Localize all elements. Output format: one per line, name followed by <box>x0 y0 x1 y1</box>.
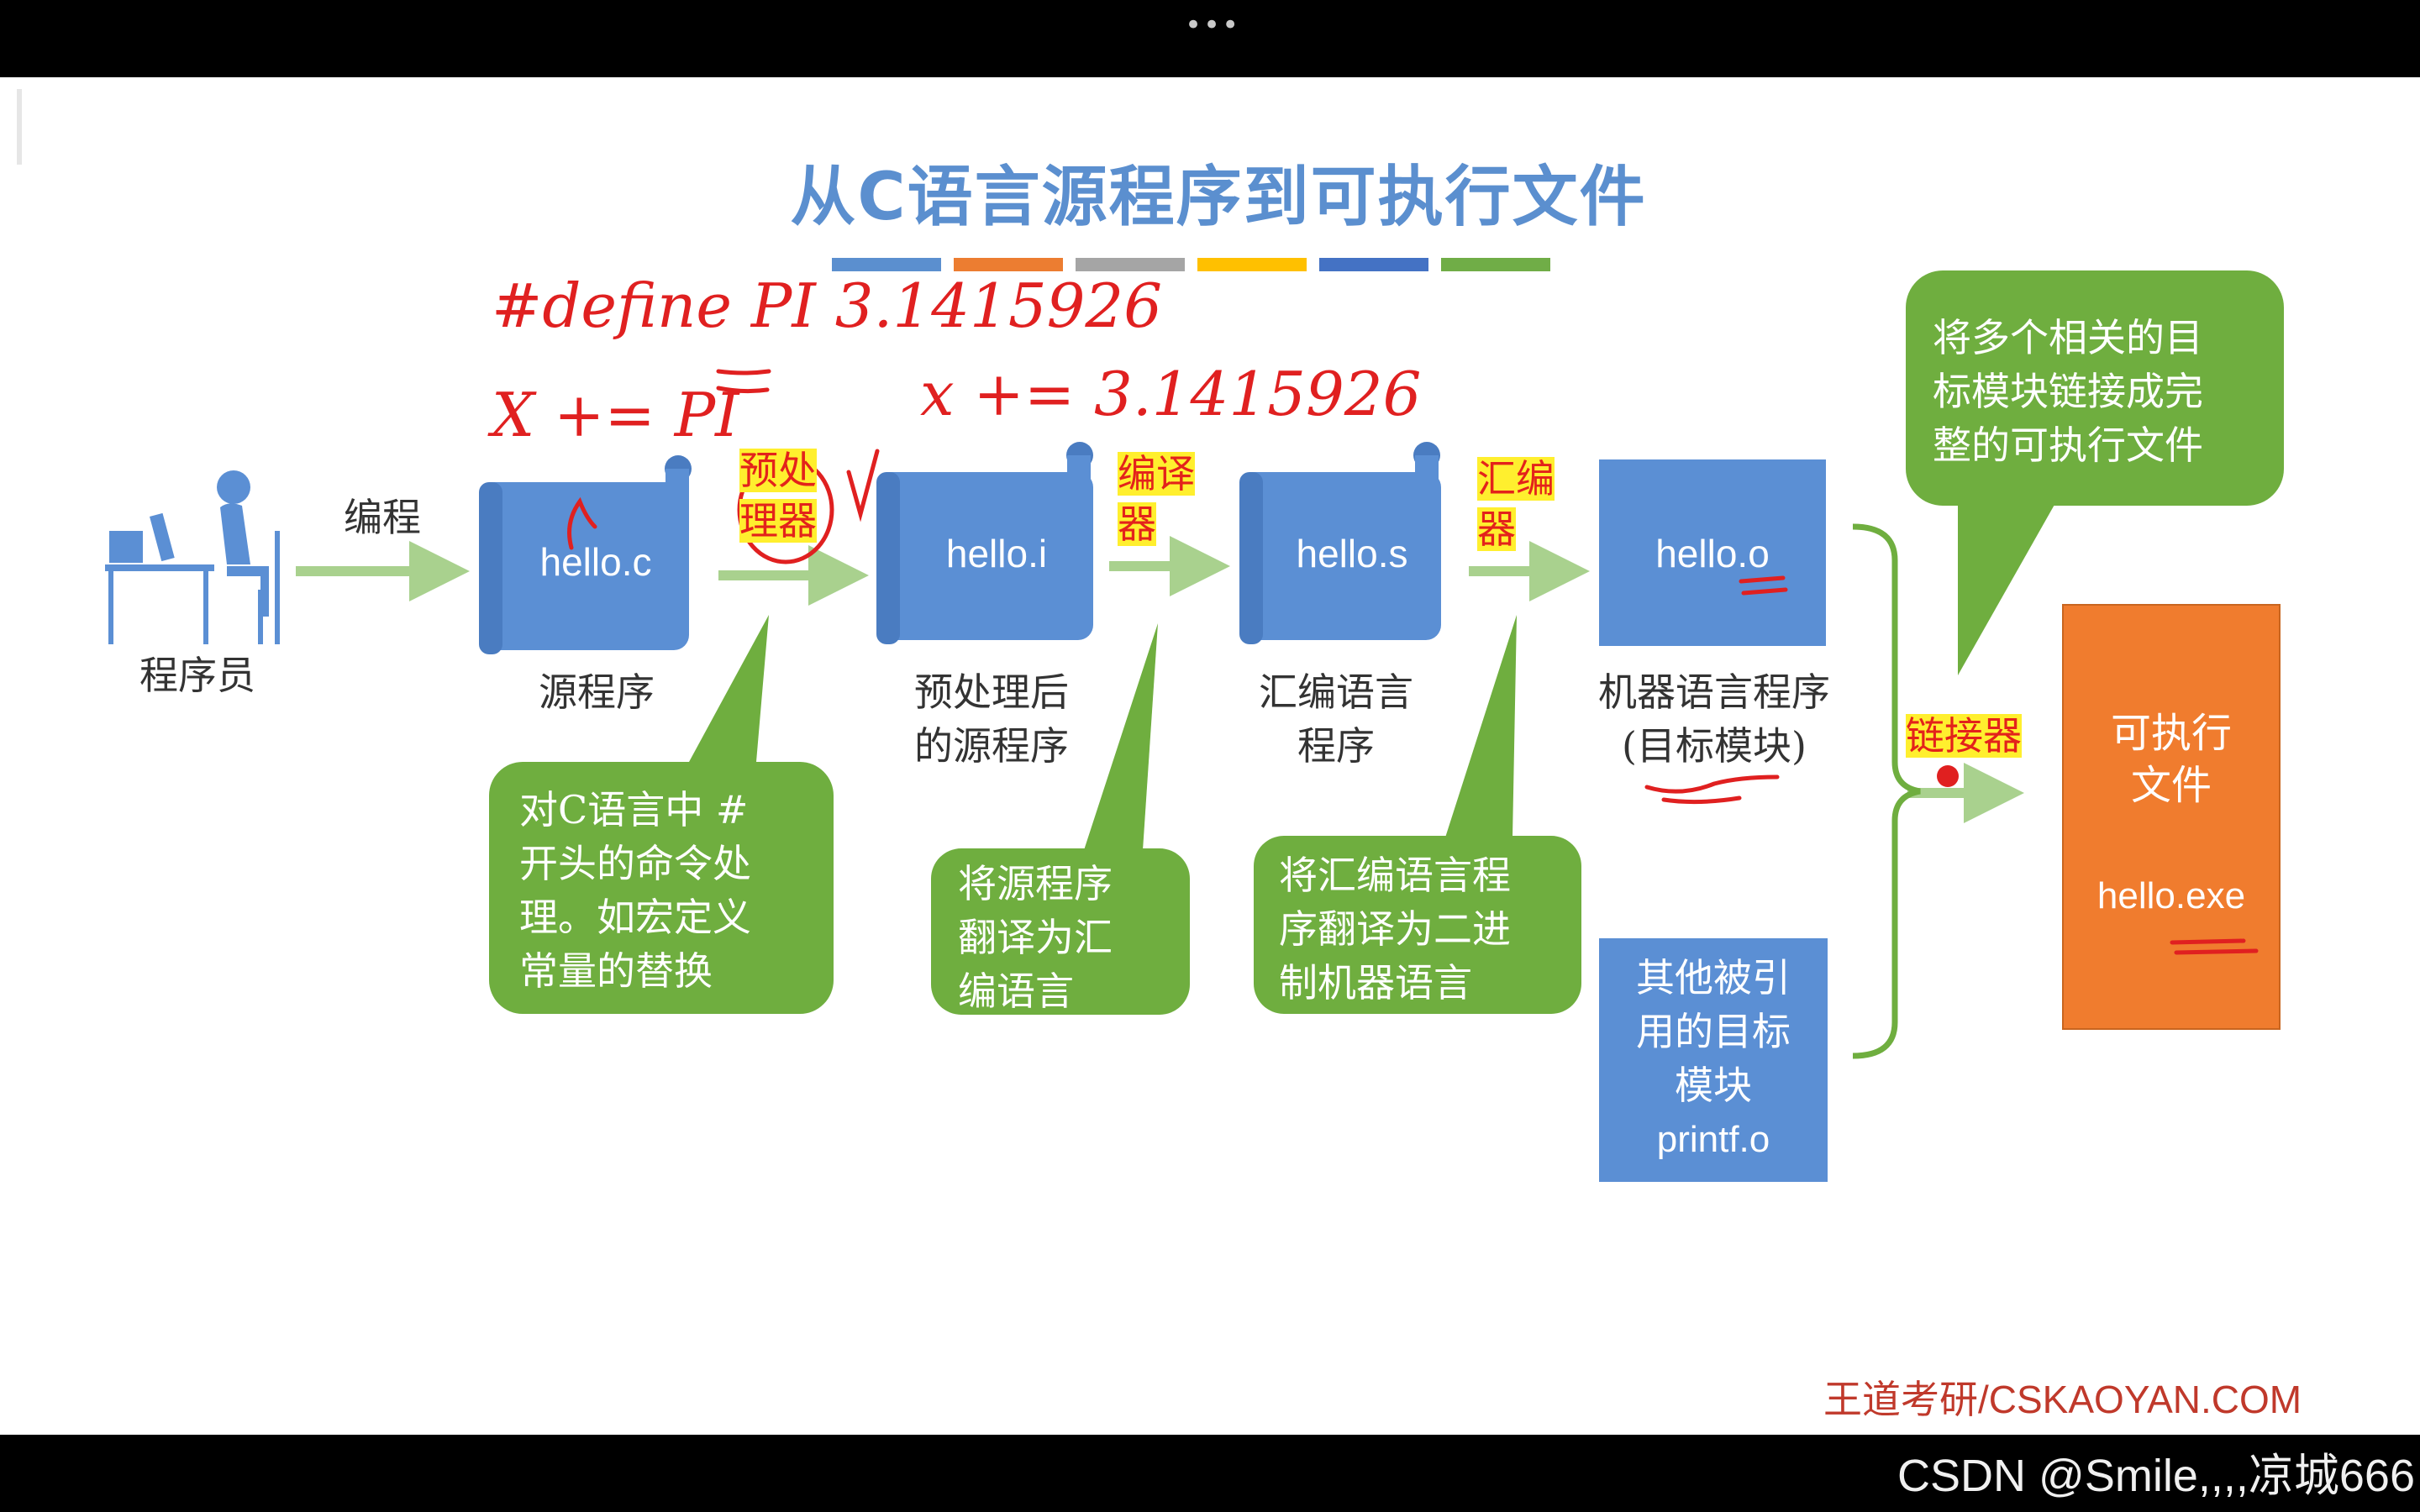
compiler-label-line1: 编译 <box>1118 452 1195 496</box>
preprocessor-label-line2: 理器 <box>739 499 817 543</box>
hello-exe-box <box>2063 605 2280 1029</box>
hello-exe-label: hello.exe <box>2063 875 2280 917</box>
underline-pi <box>718 371 769 373</box>
more-options-icon[interactable]: ••• <box>1185 8 1235 42</box>
bubble-compiler-text: 将源程序翻译为汇 编语言 <box>958 857 1113 1018</box>
hello-i-label: hello.i <box>900 531 1093 576</box>
bubble-pointer-link <box>1958 497 2059 675</box>
printf-o-label: printf.o <box>1599 1119 1828 1161</box>
link-bracket <box>1853 527 1920 1056</box>
annotation-define: #define PI 3.1415926 <box>492 270 1162 341</box>
compiler-label-line2: 器 <box>1118 502 1156 546</box>
hello-s-label: hello.s <box>1263 531 1441 576</box>
hello-o-label: hello.o <box>1599 531 1826 576</box>
assembly-label-line2: 程序 <box>1227 719 1445 773</box>
bubble-pointer-asm <box>1445 615 1517 837</box>
top-bar: ••• <box>0 0 2420 77</box>
assembler-label-line2: 器 <box>1477 507 1516 551</box>
annotation-expression: X += PI <box>492 380 739 450</box>
preprocessed-label-line2: 的源程序 <box>874 719 1109 773</box>
coding-label: 编程 <box>319 491 445 544</box>
flow-diagram <box>0 77 2420 1435</box>
source-program-label: 源程序 <box>492 665 702 719</box>
exe-label-line1: 可执行 <box>2063 707 2280 759</box>
hello-c-label: hello.c <box>502 539 689 585</box>
preprocessor-label-line1: 预处 <box>739 449 817 492</box>
programmer-label: 程序员 <box>113 648 281 702</box>
other-modules-line1: 其他被引 <box>1599 951 1828 1005</box>
bubble-preprocessor-text: 对C语言中 #开头的命令处 理。如宏定义常量的替换 <box>519 783 751 998</box>
bubble-linker-text: 将多个相关的目标模块链接成完 整的可执行文件 <box>1933 311 2203 472</box>
assembler-label-line1: 汇编 <box>1477 457 1555 501</box>
csdn-watermark: CSDN @Smile,,,,凉城666 <box>1897 1438 2415 1504</box>
other-modules-line2: 用的目标 <box>1599 1005 1828 1058</box>
linker-label: 链接器 <box>1906 714 2022 758</box>
machine-label-line1: 机器语言程序 <box>1571 665 1857 719</box>
slide: 从C语言源程序到可执行文件 <box>0 77 2420 1435</box>
machine-label-line2: (目标模块) <box>1571 719 1857 773</box>
programmer-icon <box>105 470 277 644</box>
assembly-label-line1: 汇编语言 <box>1227 665 1445 719</box>
bubble-assembler-text: 将汇编语言程序翻译为二进 制机器语言 <box>1279 848 1511 1010</box>
other-modules-line3: 模块 <box>1599 1058 1828 1112</box>
preprocessed-label-line1: 预处理后 <box>874 665 1109 719</box>
annotation-expanded: x += 3.1415926 <box>920 359 1421 429</box>
watermark: 王道考研/CSKAOYAN.COM <box>1823 1369 2302 1425</box>
pointer-dot <box>1937 765 1959 787</box>
exe-label-line2: 文件 <box>2063 759 2280 811</box>
